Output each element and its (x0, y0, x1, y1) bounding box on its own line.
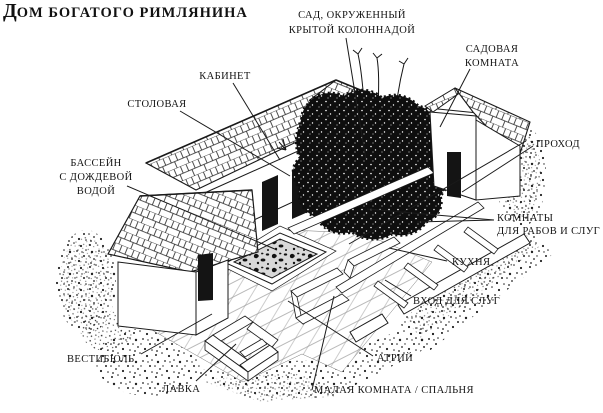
shop-divider-wall (239, 338, 268, 358)
vestibule-building (107, 189, 259, 336)
garden-foliage-texture (293, 90, 448, 240)
peristyle-garden (276, 47, 450, 241)
leader-passage-corridor (348, 140, 527, 245)
servant-room-dividers (373, 226, 499, 309)
label-small-room: МАЛАЯ КОМНАТА / СПАЛЬНЯ (314, 385, 474, 396)
leader-atrium (287, 300, 374, 357)
vestibule-front-face (117, 261, 197, 336)
servant-room-divider (463, 226, 499, 255)
leader-slave-rooms-1 (416, 219, 495, 223)
label-vestibule: ВЕСТИБЮЛЬ (67, 354, 134, 365)
servant-room-divider (433, 244, 469, 273)
servant-room-divider (373, 280, 409, 309)
label-shop: ЛАВКА (162, 384, 200, 395)
leader-study (232, 82, 281, 161)
impluvium-pool (217, 225, 337, 292)
leader-garden-room (439, 68, 471, 128)
vestibule-door (198, 253, 213, 301)
leader-passage-door (461, 145, 534, 193)
title-rest: ОМ БОГАТОГО РИМЛЯНИНА (17, 5, 248, 21)
plant-sprig (276, 138, 287, 151)
label-passage: ПРОХОД (536, 139, 580, 150)
leader-garden (345, 37, 367, 161)
garden-room-building (424, 87, 531, 201)
leader-kitchen (388, 247, 448, 262)
garden-room-side-face (475, 119, 521, 201)
corridor-outer-wall (397, 233, 531, 315)
leader-slave-rooms-2 (366, 208, 495, 221)
diagram-title: ДОМ БОГАТОГО РИМЛЯНИНА (3, 0, 248, 22)
leader-pool (126, 185, 278, 251)
label-kitchen: КУХНЯ (452, 257, 490, 268)
title-dropcap: Д (3, 0, 17, 22)
small-room-walls (290, 267, 350, 326)
leader-lines (126, 37, 534, 391)
label-study: КАБИНЕТ (199, 71, 251, 82)
corridor-outer-wall (349, 313, 389, 343)
label-atrium: АТРИЙ (377, 352, 413, 364)
leader-small-room (311, 295, 335, 391)
leader-vestibule (140, 313, 213, 355)
leader-shop (195, 343, 237, 382)
label-dining-room: СТОЛОВАЯ (127, 99, 186, 110)
shop-walls (204, 315, 279, 382)
servants-corridor (335, 201, 531, 343)
leader-dining (179, 110, 291, 177)
corridor-inner-wall (335, 201, 485, 294)
leader-servants-entrance (384, 279, 412, 297)
label-servants-entrance: ВХОД ДЛЯ СЛУГ (413, 296, 500, 307)
servant-room-divider (403, 262, 439, 291)
kitchen-walls (343, 236, 401, 279)
dining-doorway (262, 175, 278, 231)
garden-plant-stems (352, 47, 409, 131)
passage-door (447, 152, 461, 198)
